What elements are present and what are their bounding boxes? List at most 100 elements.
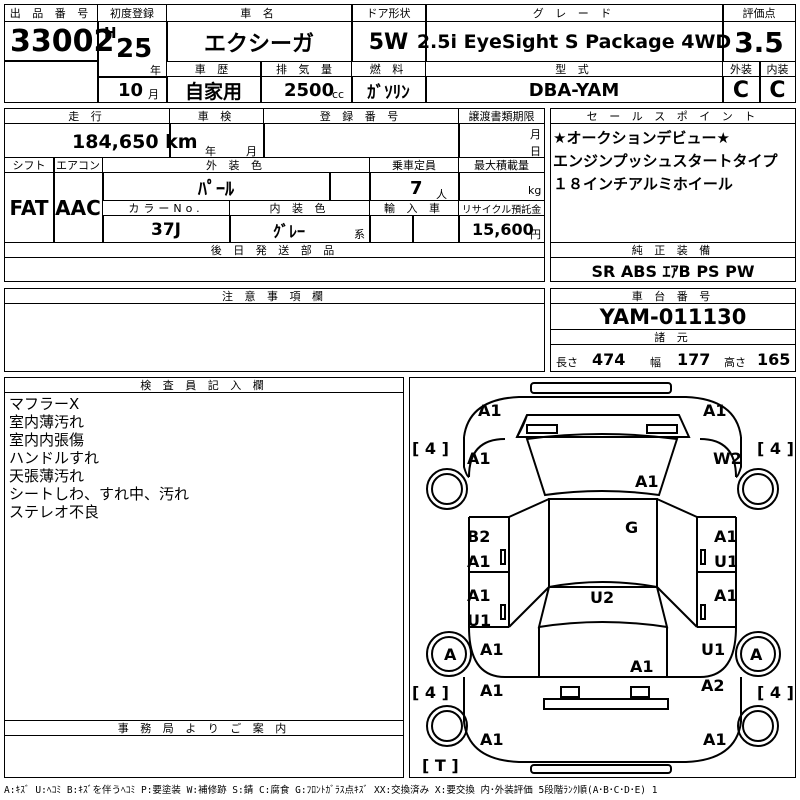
- fuel: ｶﾞｿﾘﾝ: [367, 82, 410, 103]
- damage-mark: U1: [714, 552, 739, 571]
- mileage-label: 走 行: [4, 108, 170, 124]
- car-diagram: [426, 382, 781, 774]
- inspector-note: 室内薄汚れ: [9, 413, 85, 431]
- chassis-label: 車 台 番 号: [550, 288, 796, 304]
- length-label: 長さ: [556, 356, 578, 369]
- inspector-note: 天張薄汚れ: [9, 467, 85, 485]
- recycle-unit: 円: [530, 228, 541, 241]
- damage-mark: A1: [480, 730, 504, 749]
- height-label: 高さ: [724, 356, 746, 369]
- import-label: 輸 入 車: [369, 200, 459, 216]
- ext-label: 外装: [722, 61, 760, 77]
- int-grade: C: [769, 77, 786, 103]
- inspector-note: マフラーX: [9, 395, 80, 413]
- damage-mark: A1: [714, 586, 738, 605]
- sales-point: ★オークションデビュー★: [553, 129, 730, 147]
- capacity: 7: [410, 178, 423, 199]
- damage-mark: A1: [480, 681, 504, 700]
- sales-box: [550, 108, 796, 243]
- damage-mark: U1: [467, 611, 492, 630]
- displacement-label: 排 気 量: [260, 61, 352, 77]
- sales-point: エンジンプッシュスタートタイプ: [553, 152, 778, 170]
- sales-label: セ ー ル ス ポ イ ン ト: [550, 108, 796, 124]
- inspector-box: [4, 377, 404, 721]
- load-label: 最大積載量: [458, 157, 545, 173]
- mid-box: [4, 108, 545, 243]
- fuel-label: 燃 料: [351, 61, 426, 77]
- damage-mark: A2: [701, 676, 725, 695]
- transfer-day-unit: 日: [530, 145, 541, 158]
- ac: AAC: [55, 196, 101, 220]
- equipment-label: 純 正 装 備: [550, 242, 796, 258]
- inspector-label: 検 査 員 記 入 欄: [4, 377, 404, 393]
- color-no-label: カラーNo.: [102, 200, 230, 216]
- damage-mark: W2: [713, 449, 742, 468]
- damage-mark: B2: [467, 527, 491, 546]
- era: H: [104, 24, 117, 42]
- lot-label: 出 品 番 号: [4, 4, 98, 22]
- interior-unit: 系: [354, 228, 365, 241]
- door-type: 5W: [368, 29, 409, 55]
- damage-mark: A1: [630, 657, 654, 676]
- inspector-note: シートしわ、すれ中、汚れ: [9, 485, 190, 503]
- wheel-left-mark: A: [444, 645, 457, 664]
- load-unit: kg: [528, 184, 542, 197]
- first-reg-label: 初度登録: [97, 4, 167, 22]
- interior-color-label: 内 装 色: [229, 200, 370, 216]
- lot-number: 33002: [10, 24, 115, 59]
- tyre-rear-left: [ 4 ]: [412, 683, 449, 702]
- car-name: エクシーガ: [203, 32, 314, 57]
- inspector-notes: マフラーX 室内薄汚れ 室内内張傷 ハンドルすれ 天張薄汚れ シートしわ、すれ中…: [9, 395, 189, 521]
- color-no: 37J: [151, 219, 181, 240]
- score-label: 評価点: [722, 4, 796, 22]
- height: 165: [757, 350, 791, 369]
- shift-label: シフト: [4, 157, 54, 173]
- width-label: 幅: [650, 356, 661, 369]
- caution-label: 注 意 事 項 欄: [4, 288, 545, 304]
- inspection-year-unit: 年: [205, 145, 216, 158]
- transfer-month-unit: 月: [530, 128, 541, 141]
- tyre-front-left: [ 4 ]: [412, 439, 449, 458]
- inspection-label: 車 検: [169, 108, 264, 124]
- inspector-note: 室内内張傷: [9, 431, 85, 449]
- history-label: 車 歴: [166, 61, 261, 77]
- recycle-fee: 15,600: [472, 220, 534, 239]
- exterior-color: ﾊﾟｰﾙ: [198, 179, 234, 200]
- int-label: 内装: [759, 61, 796, 77]
- inspection-month-unit: 月: [246, 145, 257, 158]
- spec-label: 諸 元: [550, 329, 796, 345]
- tyre-front-right: [ 4 ]: [757, 439, 794, 458]
- inspector-note: ハンドルすれ: [9, 449, 100, 467]
- displacement: 2500: [284, 80, 335, 101]
- capacity-label: 乗車定員: [369, 157, 459, 173]
- ac-label: エアコン: [53, 157, 103, 173]
- damage-mark: A1: [714, 527, 738, 546]
- damage-mark: A1: [703, 401, 727, 420]
- model: DBA-YAM: [528, 79, 620, 101]
- grade: 2.5i EyeSight S Package 4WD: [416, 31, 732, 53]
- length: 474: [592, 350, 626, 369]
- mileage: 184,650 km: [72, 131, 198, 153]
- chassis-number: YAM-011130: [599, 305, 747, 329]
- exterior-color-label: 外 装 色: [102, 157, 370, 173]
- damage-mark: U1: [701, 640, 726, 659]
- transfer-label: 譲渡書類期限: [458, 108, 545, 124]
- equipment: SR ABS ｴｱB PS PW: [591, 262, 755, 281]
- tyre-rear-right: [ 4 ]: [757, 683, 794, 702]
- year-unit: 年: [150, 64, 161, 77]
- damage-mark: G: [625, 518, 639, 537]
- recycle-label: リサイクル預託金: [458, 200, 545, 216]
- sales-point: １８インチアルミホイール: [553, 175, 733, 193]
- damage-mark: A1: [478, 401, 502, 420]
- capacity-unit: 人: [436, 188, 447, 201]
- inspector-note: ステレオ不良: [9, 503, 100, 521]
- displacement-unit: cc: [332, 88, 345, 101]
- width: 177: [677, 350, 711, 369]
- wheel-right-mark: A: [750, 645, 763, 664]
- car-name-label: 車 名: [166, 4, 352, 22]
- reg-year: 25: [116, 34, 153, 64]
- office-label: 事 務 局 よ り ご 案 内: [4, 720, 404, 736]
- damage-mark: A1: [703, 730, 727, 749]
- damage-mark: A1: [467, 449, 491, 468]
- model-label: 型 式: [425, 61, 723, 77]
